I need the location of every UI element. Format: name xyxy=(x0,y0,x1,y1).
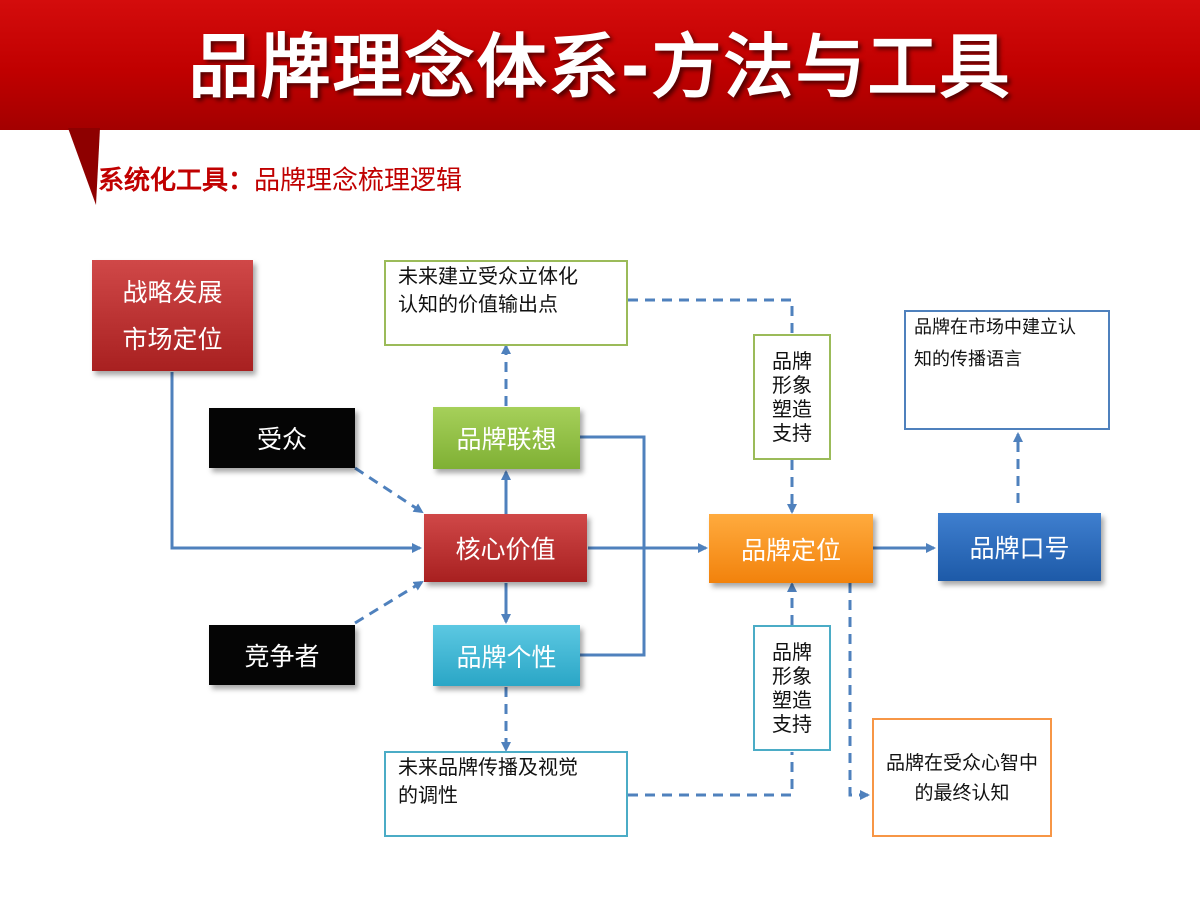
competitor-to-core-arrow xyxy=(354,580,424,625)
strategy-line-2: 市场定位 xyxy=(122,324,223,354)
subtitle-label: 系统化工具： xyxy=(98,166,255,196)
title-banner xyxy=(0,0,1200,130)
competitor-box: 竞争者 xyxy=(209,625,355,685)
banner-fold-tab xyxy=(68,128,100,205)
slogan-description-line-2: 知的传播语言 xyxy=(914,349,1022,370)
association-bracket-line xyxy=(580,435,646,657)
image-support-top-line-2: 形象 xyxy=(772,373,812,397)
image-support-top-line-1: 品牌 xyxy=(772,349,812,373)
audience-box: 受众 xyxy=(209,408,355,468)
future-value-box: 未来建立受众立体化 认知的价值输出点 xyxy=(384,260,628,346)
image-support-bottom-line-3: 塑造 xyxy=(772,688,812,712)
final-cognition-line-2: 的最终认知 xyxy=(914,781,1010,804)
audience-to-core-arrow xyxy=(354,466,424,514)
subtitle: 系统化工具：品牌理念梳理逻辑 xyxy=(98,160,462,197)
future-tone-box: 未来品牌传播及视觉 的调性 xyxy=(384,751,628,837)
future-value-to-positioning-line xyxy=(628,298,794,334)
image-support-bottom-line-4: 支持 xyxy=(772,712,812,736)
strategy-to-core-arrow xyxy=(170,372,422,553)
core-value-box: 核心价值 xyxy=(424,514,587,582)
image-support-bottom-line-1: 品牌 xyxy=(772,640,812,664)
final-cognition-line-1: 品牌在受众心智中 xyxy=(885,751,1038,774)
brand-personality-box: 品牌个性 xyxy=(433,625,580,686)
brand-slogan-box: 品牌口号 xyxy=(938,513,1101,581)
image-support-top-line-4: 支持 xyxy=(772,421,812,445)
page-title: 品牌理念体系-方法与工具 xyxy=(188,25,1012,108)
slogan-description-line-1: 品牌在市场中建立认 xyxy=(914,317,1076,338)
image-support-top-line-3: 塑造 xyxy=(772,397,812,421)
subtitle-text: 品牌理念梳理逻辑 xyxy=(254,166,463,196)
future-value-line-1: 未来建立受众立体化 xyxy=(398,264,578,288)
image-support-top-box: 品牌 形象 塑造 支持 xyxy=(753,334,831,460)
image-support-bottom-line-2: 形象 xyxy=(772,664,812,688)
image-support-bottom-box: 品牌 形象 塑造 支持 xyxy=(753,625,831,751)
future-value-line-2: 认知的价值输出点 xyxy=(398,292,558,316)
future-tone-line-2: 的调性 xyxy=(398,783,458,807)
strategy-line-1: 战略发展 xyxy=(122,277,223,307)
final-cognition-box: 品牌在受众心智中 的最终认知 xyxy=(872,718,1052,837)
future-tone-line-1: 未来品牌传播及视觉 xyxy=(398,755,578,779)
brand-association-box: 品牌联想 xyxy=(433,407,580,469)
brand-positioning-box: 品牌定位 xyxy=(709,514,873,583)
future-tone-to-positioning-line xyxy=(628,752,794,797)
slogan-description-box: 品牌在市场中建立认 知的传播语言 xyxy=(904,310,1110,430)
strategy-market-box: 战略发展 市场定位 xyxy=(92,260,253,371)
positioning-to-final-cognition-arrow xyxy=(848,583,870,800)
